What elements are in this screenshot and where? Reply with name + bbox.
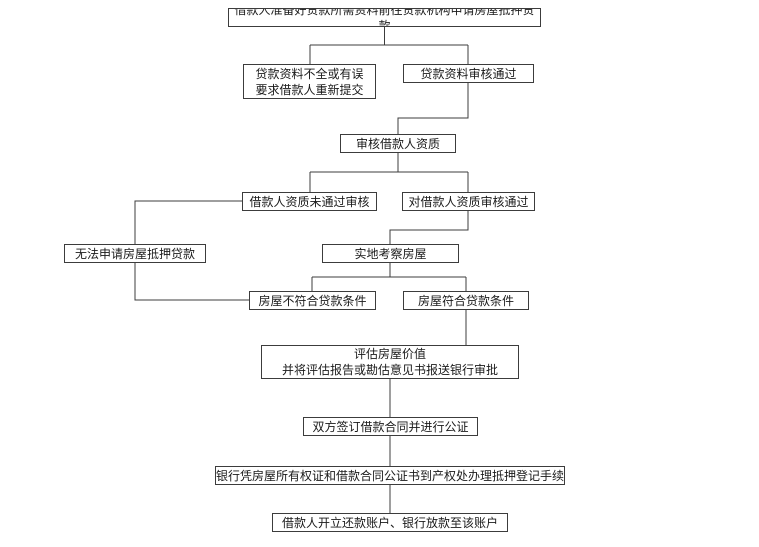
edge-house-not-qualified-cannot-apply: [134, 262, 249, 301]
edge-passed-inspection: [389, 210, 469, 244]
node-qualification-failed: 借款人资质未通过审核: [242, 192, 377, 211]
node-qualification-passed: 对借款人资质审核通过: [402, 192, 535, 211]
edge-inspection-branch: [311, 262, 467, 291]
node-site-inspection: 实地考察房屋: [322, 244, 459, 263]
node-disbursement: 借款人开立还款账户、银行放款至该账户: [272, 513, 508, 532]
node-house-not-qualified: 房屋不符合贷款条件: [249, 291, 376, 310]
node-apply-loan: 借款人准备好贷款所需资料前往贷款机构申请房屋抵押贷款: [228, 8, 541, 27]
node-mortgage-registration: 银行凭房屋所有权证和借款合同公证书到产权处办理抵押登记手续: [215, 466, 565, 485]
edge-review-branch: [309, 152, 469, 192]
edge-materials-approved-review: [397, 83, 469, 134]
node-materials-approved: 贷款资料审核通过: [403, 64, 534, 83]
node-review-qualification: 审核借款人资质: [340, 134, 456, 153]
edge-apply-branch: [309, 26, 469, 64]
node-sign-contract: 双方签订借款合同并进行公证: [303, 417, 478, 436]
node-house-qualified: 房屋符合贷款条件: [403, 291, 529, 310]
node-cannot-apply: 无法申请房屋抵押贷款: [64, 244, 206, 263]
node-appraisal: 评估房屋价值 并将评估报告或勘估意见书报送银行审批: [261, 345, 519, 379]
edge-failed-cannot-apply: [134, 200, 242, 244]
node-materials-rejected: 贷款资料不全或有误 要求借款人重新提交: [243, 64, 376, 99]
